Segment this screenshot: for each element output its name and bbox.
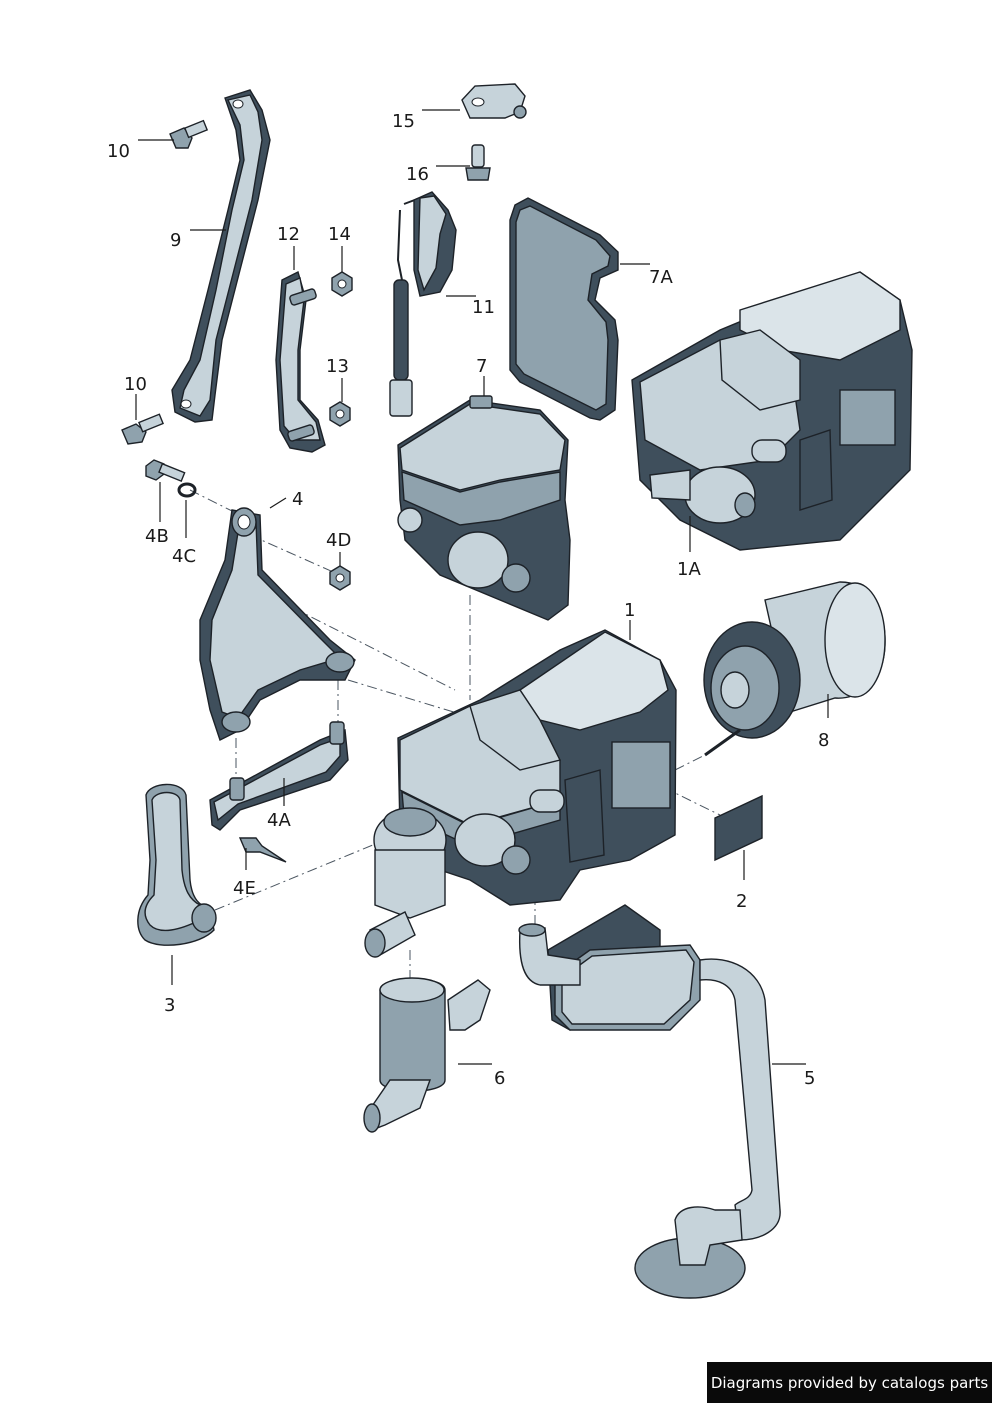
part-6-coolant-pump: [363, 977, 491, 1133]
callout-10-bottom: 10: [124, 374, 147, 395]
callout-4E: 4E: [233, 878, 256, 899]
part-4C-washer: [177, 482, 197, 498]
credits-text: Diagrams provided by catalogs parts: [710, 1373, 989, 1392]
callout-2: 2: [736, 891, 747, 912]
part-13-nut: [329, 401, 351, 427]
part-11-harness: [389, 191, 457, 417]
part-4-mount-bracket: [199, 507, 356, 741]
part-7-control-head: [397, 395, 571, 621]
callout-1A: 1A: [677, 559, 701, 580]
part-9-strap: [171, 89, 271, 423]
callout-4D: 4D: [326, 530, 351, 551]
part-12-bracket: [275, 270, 326, 453]
callout-4C: 4C: [172, 546, 196, 567]
callout-4A: 4A: [267, 810, 291, 831]
callout-5: 5: [804, 1068, 815, 1089]
callout-4: 4: [292, 489, 303, 510]
callout-14: 14: [328, 224, 351, 245]
callout-15: 15: [392, 111, 415, 132]
part-1-heater-assembly: [364, 629, 677, 958]
callout-7: 7: [476, 356, 487, 377]
callout-13: 13: [326, 356, 349, 377]
callout-16: 16: [406, 164, 429, 185]
callout-6: 6: [494, 1068, 505, 1089]
callout-9: 9: [170, 230, 181, 251]
callout-12: 12: [277, 224, 300, 245]
leader-lines: [135, 109, 829, 1065]
part-1A-heater-unit: [631, 271, 913, 551]
part-4D-nut: [329, 565, 351, 591]
part-16-bolt: [465, 144, 491, 181]
part-15-bracket: [461, 83, 527, 119]
credits-banner: Diagrams provided by catalogs parts: [707, 1362, 992, 1403]
callout-8: 8: [818, 730, 829, 751]
part-5-exhaust: [518, 904, 781, 1299]
callout-4B: 4B: [145, 526, 169, 547]
part-10-bolt-top: [169, 119, 209, 149]
callout-labels: 15 16 10 9 12 14 11 7A 13 7 10 4 4B 4D 4…: [107, 111, 829, 1089]
part-4B-bolt: [145, 459, 186, 483]
part-10-bolt-bottom: [121, 413, 164, 445]
part-8-blower: [703, 581, 886, 757]
callout-3: 3: [164, 995, 175, 1016]
callout-7A: 7A: [649, 267, 673, 288]
callout-10-top: 10: [107, 141, 130, 162]
part-14-nut: [331, 271, 353, 297]
part-4E-rivet: [238, 837, 287, 863]
part-3-hose: [137, 783, 217, 946]
callout-1: 1: [624, 600, 635, 621]
part-2-label: [714, 794, 763, 862]
part-7A-gasket: [509, 197, 619, 421]
callout-11: 11: [472, 297, 495, 318]
part-4A-plate: [209, 721, 349, 831]
